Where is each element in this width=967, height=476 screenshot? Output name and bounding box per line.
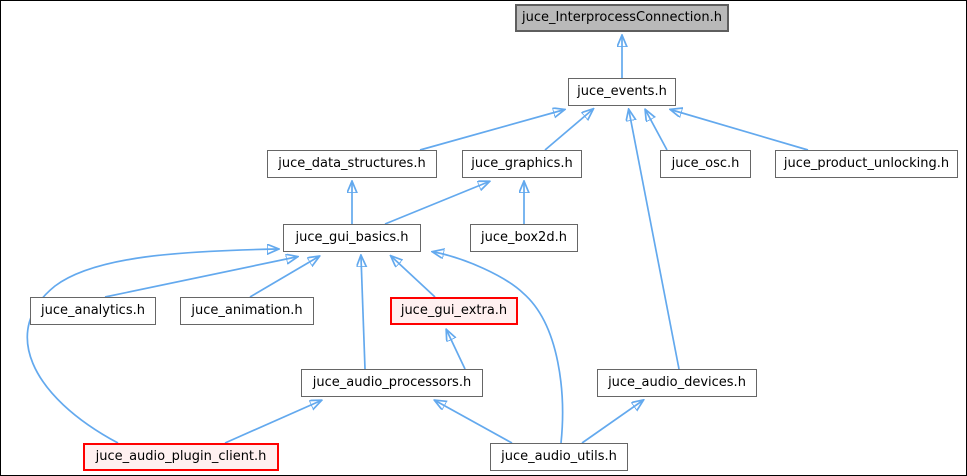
edge-audio-utils-to-audio-processors [436, 401, 513, 444]
edge-graphics-to-events [544, 110, 592, 151]
edge-audio-utils-to-gui-basics [434, 252, 564, 444]
node-juce-data-structures[interactable]: juce_data_structures.h [267, 150, 437, 178]
node-juce-audio-utils[interactable]: juce_audio_utils.h [490, 443, 628, 471]
node-juce-audio-plugin-client[interactable]: juce_audio_plugin_client.h [83, 443, 279, 471]
node-juce-gui-extra[interactable]: juce_gui_extra.h [390, 297, 518, 325]
edge-analytics-to-gui-basics [104, 257, 296, 298]
edge-animation-to-gui-basics [249, 257, 318, 298]
edge-product-unlocking-to-events [672, 110, 809, 151]
node-juce-gui-basics[interactable]: juce_gui_basics.h [283, 224, 421, 252]
node-juce-audio-devices[interactable]: juce_audio_devices.h [597, 369, 757, 397]
node-juce-analytics[interactable]: juce_analytics.h [30, 297, 156, 325]
edge-audio-utils-to-audio-devices [581, 401, 642, 444]
node-juce-interprocessconnection: juce_InterprocessConnection.h [515, 4, 729, 32]
edge-gui-basics-to-graphics [384, 182, 488, 225]
edge-data-structures-to-events [419, 110, 563, 151]
node-juce-product-unlocking[interactable]: juce_product_unlocking.h [775, 150, 958, 178]
edge-audio-plugin-client-to-gui-basics [26, 249, 277, 444]
node-juce-osc[interactable]: juce_osc.h [660, 150, 751, 178]
node-juce-graphics[interactable]: juce_graphics.h [462, 150, 582, 178]
node-juce-events[interactable]: juce_events.h [568, 78, 676, 106]
edge-audio-processors-to-gui-extra [447, 331, 466, 370]
edge-audio-processors-to-gui-basics [361, 257, 365, 370]
node-juce-animation[interactable]: juce_animation.h [180, 297, 314, 325]
edge-gui-extra-to-gui-basics [392, 257, 436, 298]
node-juce-audio-processors[interactable]: juce_audio_processors.h [301, 369, 483, 397]
edge-audio-plugin-client-to-audio-processors [224, 401, 320, 444]
edge-osc-to-events [646, 111, 668, 151]
node-juce-box2d[interactable]: juce_box2d.h [470, 224, 578, 252]
